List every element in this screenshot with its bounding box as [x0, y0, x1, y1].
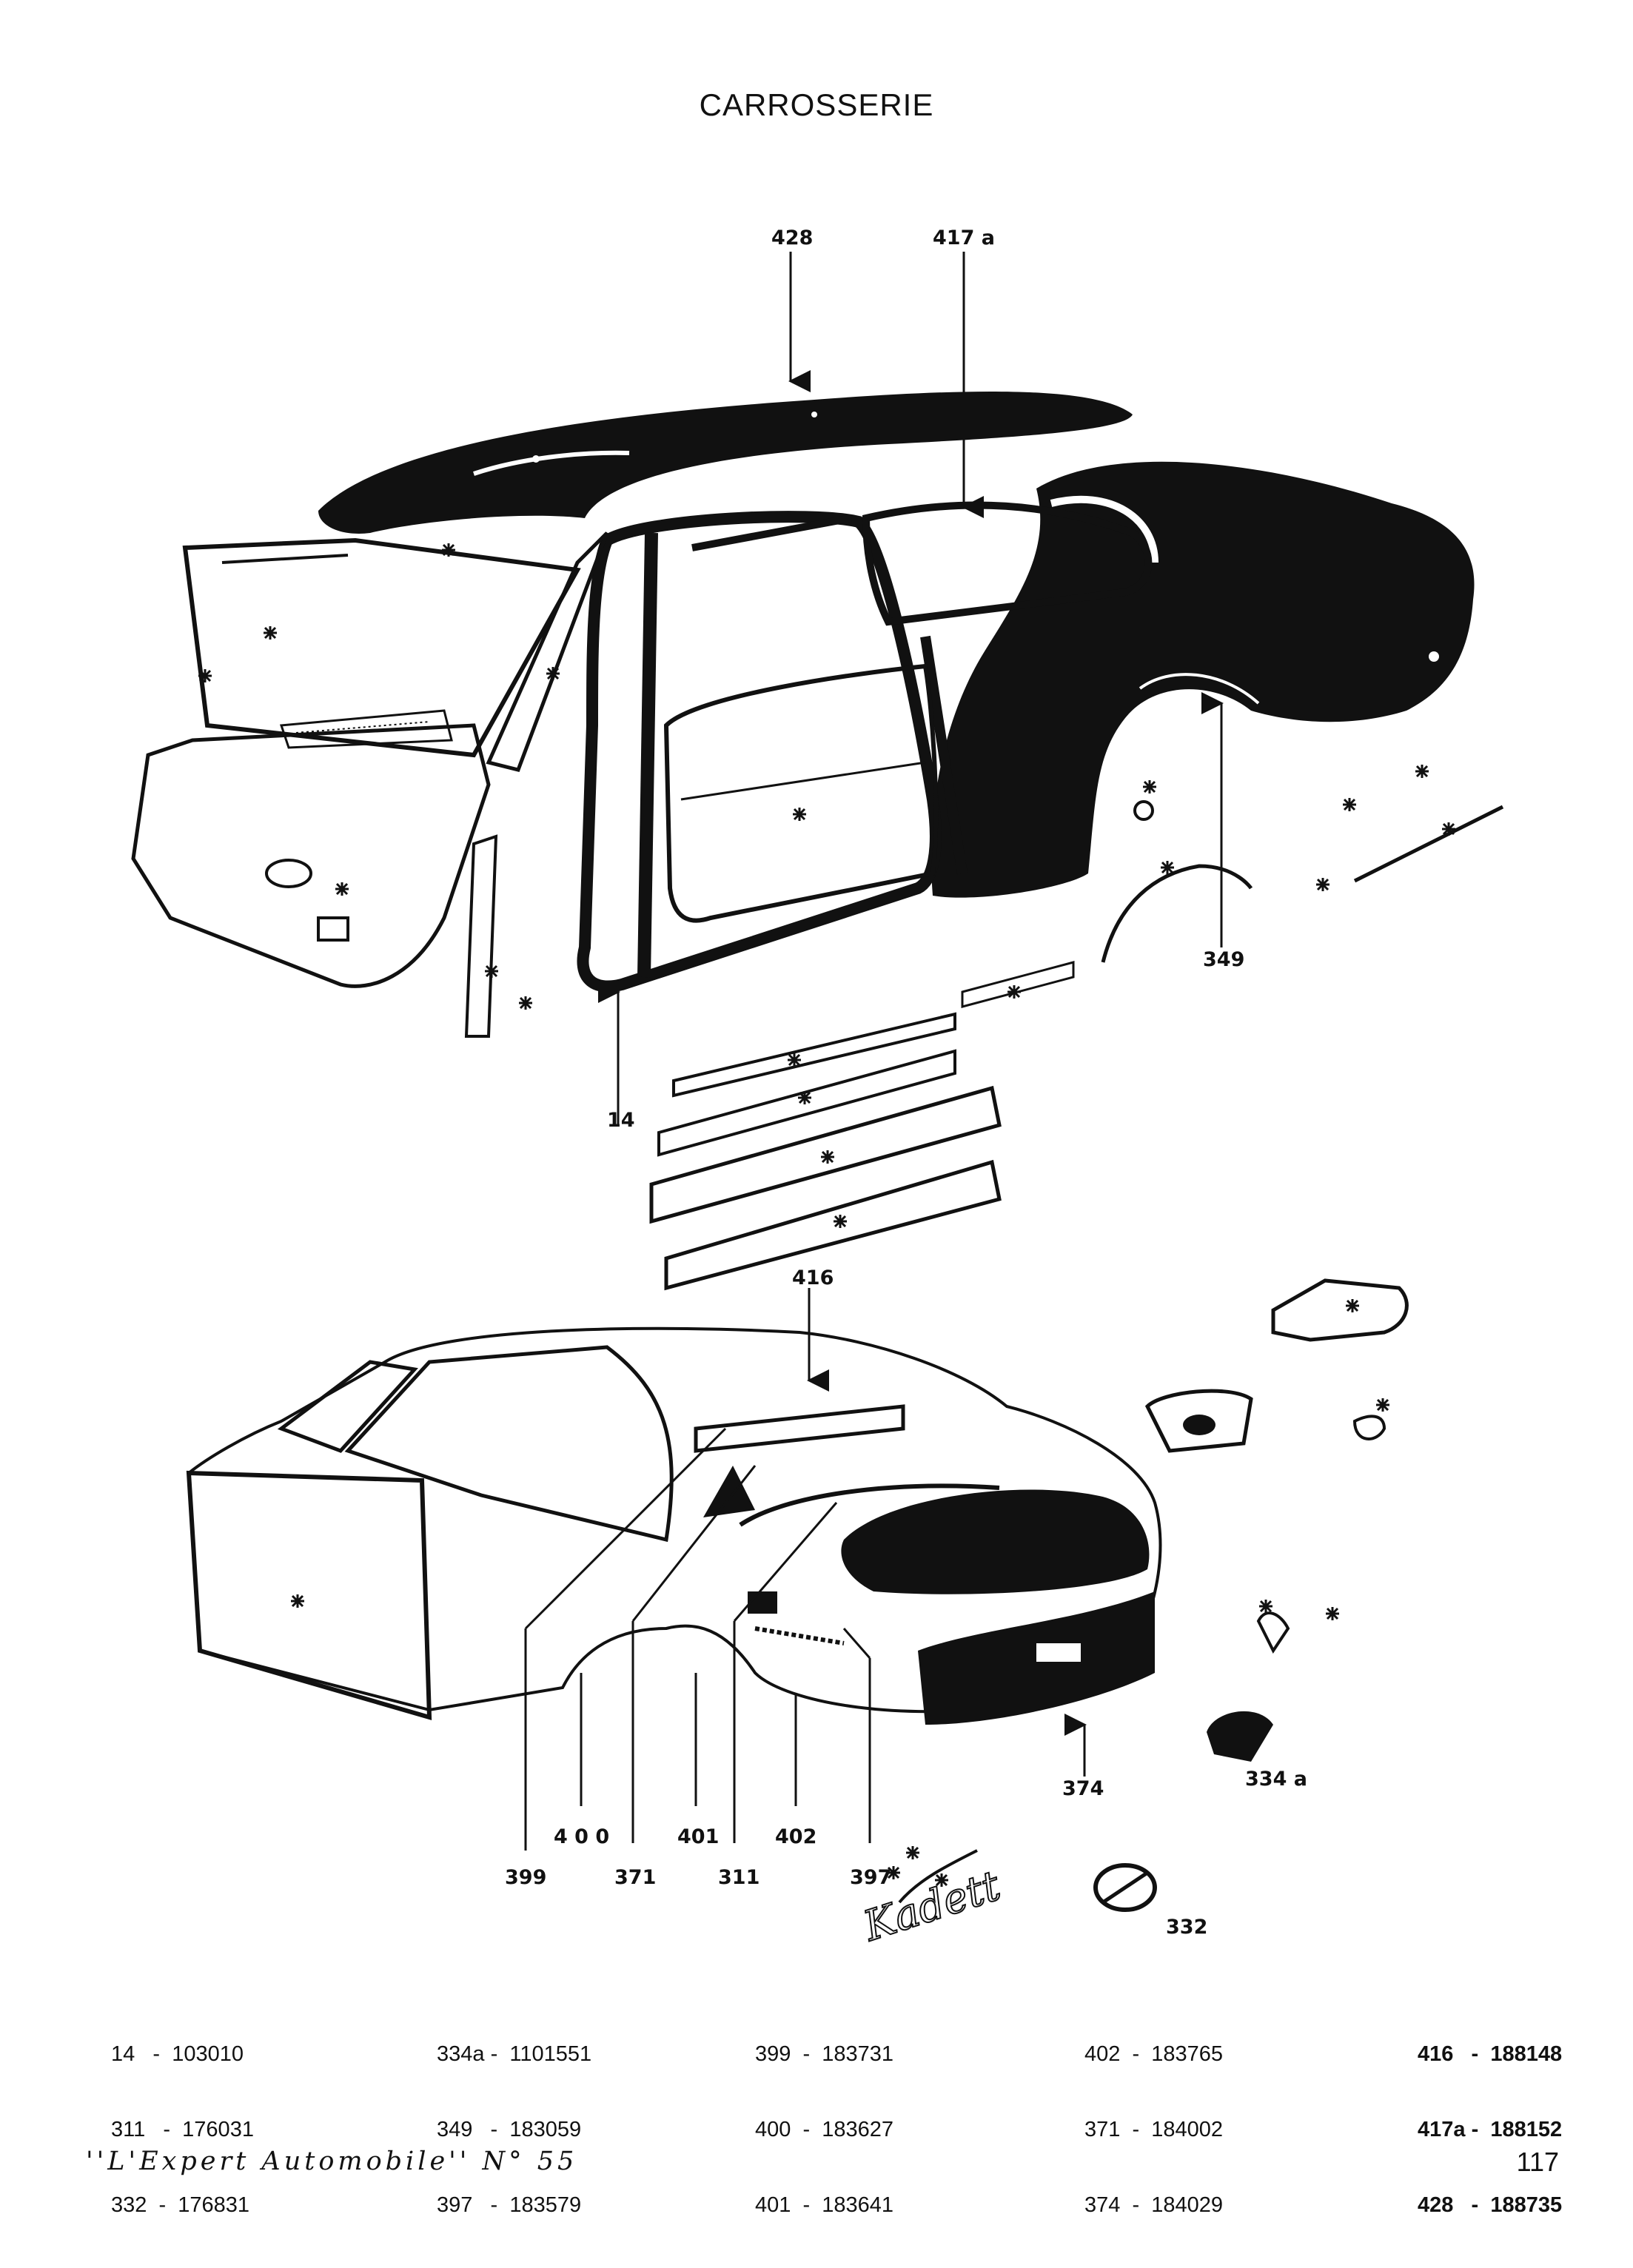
callout-332: 332	[1166, 1916, 1207, 1939]
windshield-frame	[182, 531, 609, 772]
callout-334a: 334 a	[1245, 1768, 1307, 1791]
leader-lines	[524, 252, 1224, 1851]
callout-397: 397	[850, 1866, 891, 1889]
callout-14: 14	[607, 1109, 635, 1132]
parts-entry: 311 - 176031	[111, 2118, 254, 2141]
footer-source: ''L'Expert Automobile'' N° 55	[86, 2147, 578, 2176]
parts-entry: 402 - 183765	[1084, 2042, 1224, 2066]
callout-417a: 417 a	[933, 227, 995, 249]
callout-374: 374	[1062, 1777, 1104, 1800]
parts-entry: 332 - 176831	[111, 2193, 250, 2217]
page-number: 117	[1516, 2147, 1559, 2177]
parts-entry: 371 - 184002	[1084, 2118, 1224, 2141]
callout-400: 4 0 0	[554, 1825, 609, 1848]
callout-428: 428	[771, 227, 813, 249]
parts-entry: 401 - 183641	[755, 2193, 894, 2217]
body-side-frame	[577, 511, 968, 993]
parts-entry: 14 - 103010	[111, 2042, 244, 2066]
parts-entry: 399 - 183731	[755, 2042, 894, 2066]
parts-column-3: 399 - 183731 400 - 183627 401 - 183641	[755, 1991, 893, 2268]
parts-column-2: 334a - 1101551 349 - 183059 397 - 183579	[437, 1991, 591, 2268]
parts-entry: 349 - 183059	[437, 2118, 582, 2141]
callout-416: 416	[792, 1266, 834, 1289]
parts-entry: 428 - 188735	[1418, 2193, 1563, 2217]
quarter-trim-strips	[961, 763, 1504, 1008]
sill-rails	[649, 1012, 1002, 1291]
roof-panel	[318, 391, 1133, 534]
callout-371: 371	[614, 1866, 656, 1889]
parts-entry: 416 - 188148	[1418, 2042, 1563, 2066]
dash-panel-firewall	[131, 709, 534, 1038]
parts-entry: 417a - 188152	[1418, 2118, 1563, 2141]
parts-entry: 334a - 1101551	[437, 2042, 592, 2066]
parts-reference-table: 14 - 103010 311 - 176031 332 - 176831 33…	[0, 1991, 1633, 2217]
parts-column-5: 416 - 188148 417a - 188152 428 - 188735	[1418, 1991, 1562, 2268]
parts-entry: 374 - 184029	[1084, 2193, 1224, 2217]
parts-entry: 397 - 183579	[437, 2193, 582, 2217]
parts-entry: 400 - 183627	[755, 2118, 894, 2141]
callout-401: 401	[677, 1825, 719, 1848]
callout-402: 402	[775, 1825, 816, 1848]
callout-349: 349	[1203, 948, 1244, 971]
page-title: CARROSSERIE	[699, 87, 934, 122]
exploded-body-diagram: 428 417 a 14 349 416 334 a 374 332 399 4…	[131, 227, 1504, 1952]
callout-399: 399	[505, 1866, 546, 1889]
door-panel	[663, 663, 939, 923]
trunk-lid-and-rear	[694, 1404, 1155, 1725]
parts-column-1: 14 - 103010 311 - 176031 332 - 176831	[111, 1991, 254, 2268]
loose-rear-parts	[898, 1278, 1409, 1912]
rear-quarter-panel	[931, 461, 1475, 898]
callout-311: 311	[718, 1866, 760, 1889]
parts-column-4: 402 - 183765 371 - 184002 374 - 184029	[1084, 1991, 1223, 2268]
